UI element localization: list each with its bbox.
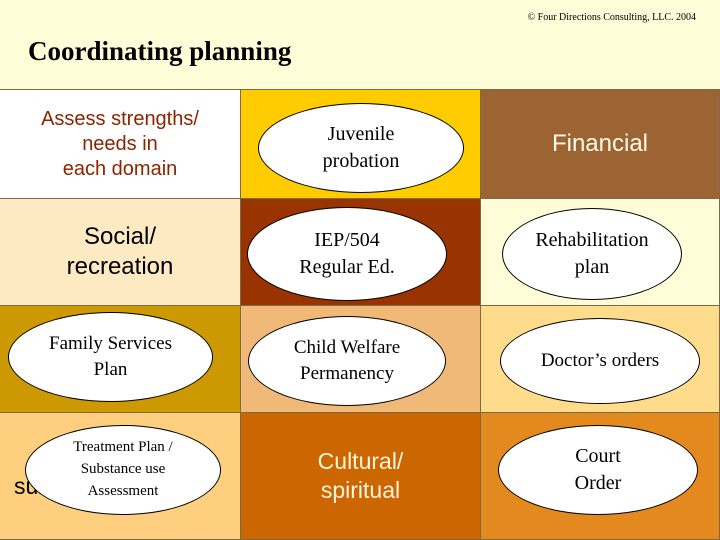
cultural-spiritual-label: Cultural/ spiritual — [317, 448, 404, 503]
cell-financial: Financial — [481, 89, 720, 199]
oval-family-services-plan: Family Services Plan — [8, 312, 213, 402]
oval-court-order: Court Order — [498, 425, 698, 515]
assess-strengths-label: Assess strengths/ needs in each domain — [41, 107, 199, 180]
oval-child-welfare-permanency: Child Welfare Permanency — [248, 316, 446, 406]
copyright-notice: © Four Directions Consulting, LLC. 2004 — [527, 12, 696, 23]
oval-rehabilitation-plan: Rehabilitation plan — [502, 208, 682, 300]
oval-treatment-plan: Treatment Plan / Substance use Assessmen… — [25, 425, 221, 515]
oval-doctors-orders: Doctor’s orders — [500, 318, 700, 404]
social-recreation-label: Social/ recreation — [66, 223, 174, 280]
cell-social-recreation: Social/ recreation — [0, 199, 241, 306]
oval-juvenile-probation: Juvenile probation — [258, 103, 464, 193]
cell-assess-strengths: Assess strengths/ needs in each domain — [0, 89, 241, 199]
financial-label: Financial — [551, 130, 649, 157]
cell-cultural-spiritual: Cultural/ spiritual — [241, 413, 481, 540]
oval-iep-504: IEP/504 Regular Ed. — [247, 207, 447, 301]
slide-title: Coordinating planning — [28, 36, 292, 66]
